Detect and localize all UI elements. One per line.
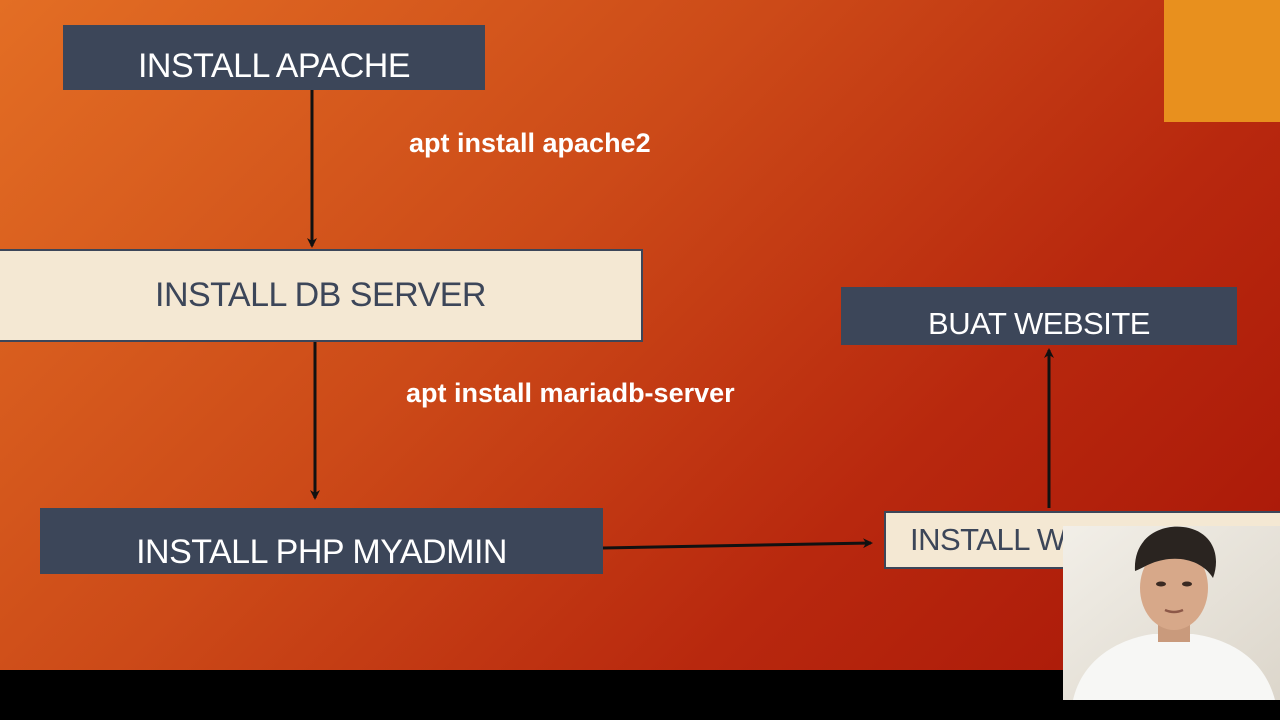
person-image — [1063, 526, 1280, 700]
install-phpmyadmin-label: INSTALL PHP MYADMIN — [136, 532, 507, 571]
buat-website-label: BUAT WEBSITE — [928, 306, 1150, 341]
install-db-server-label: INSTALL DB SERVER — [155, 276, 487, 314]
apache-command: apt install apache2 — [409, 128, 651, 158]
buat-website-box: BUAT WEBSITE — [841, 287, 1237, 345]
install-apache-label: INSTALL APACHE — [137, 47, 411, 85]
install-phpmyadmin-box: INSTALL PHP MYADMIN — [40, 508, 603, 574]
install-apache-box: INSTALL APACHE — [63, 25, 485, 90]
mariadb-command: apt install mariadb-server — [406, 378, 735, 408]
arrow-phpmyadmin-to-w — [602, 538, 873, 550]
flow-arrows — [307, 90, 1054, 550]
corner-accent — [1164, 0, 1280, 122]
webcam-overlay — [1063, 526, 1280, 700]
install-w-label: INSTALL W — [910, 522, 1066, 557]
install-db-server-box: INSTALL DB SERVER — [0, 249, 643, 342]
